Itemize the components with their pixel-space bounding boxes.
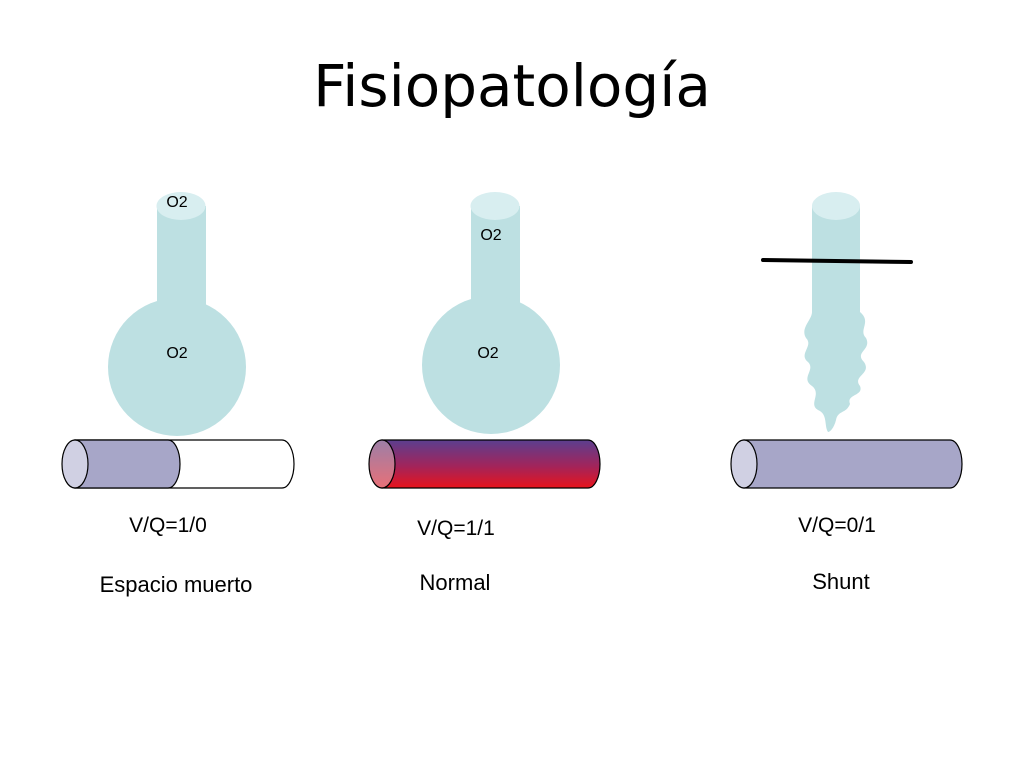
unit-caption: Normal <box>420 570 491 595</box>
capillary-normal <box>368 439 601 489</box>
o2-bulb-label: O2 <box>477 345 498 362</box>
vq-label: V/Q=1/0 <box>129 514 207 537</box>
unit-normal: O2 O2 V/Q=1/1 Normal <box>368 192 601 595</box>
o2-top-label: O2 <box>166 194 187 211</box>
unit-caption: Espacio muerto <box>100 572 253 597</box>
unit-caption: Shunt <box>812 569 870 594</box>
vq-label: V/Q=0/1 <box>798 514 876 537</box>
alveolus-collapsed <box>804 192 868 432</box>
alveolus-dead-space <box>108 192 246 436</box>
vq-label: V/Q=1/1 <box>417 517 495 540</box>
unit-shunt: V/Q=0/1 Shunt <box>730 192 963 594</box>
o2-bulb-label: O2 <box>166 345 187 362</box>
slide-title: Fisiopatología <box>313 52 711 120</box>
alveolus-normal <box>422 192 560 434</box>
o2-top-label: O2 <box>480 227 501 244</box>
capillary-shunt <box>730 439 963 489</box>
unit-espacio-muerto: O2 O2 V/Q=1/0 Espacio muerto <box>61 192 295 597</box>
airway-obstruction-bar <box>761 258 913 264</box>
capillary-dead-space <box>61 439 295 489</box>
